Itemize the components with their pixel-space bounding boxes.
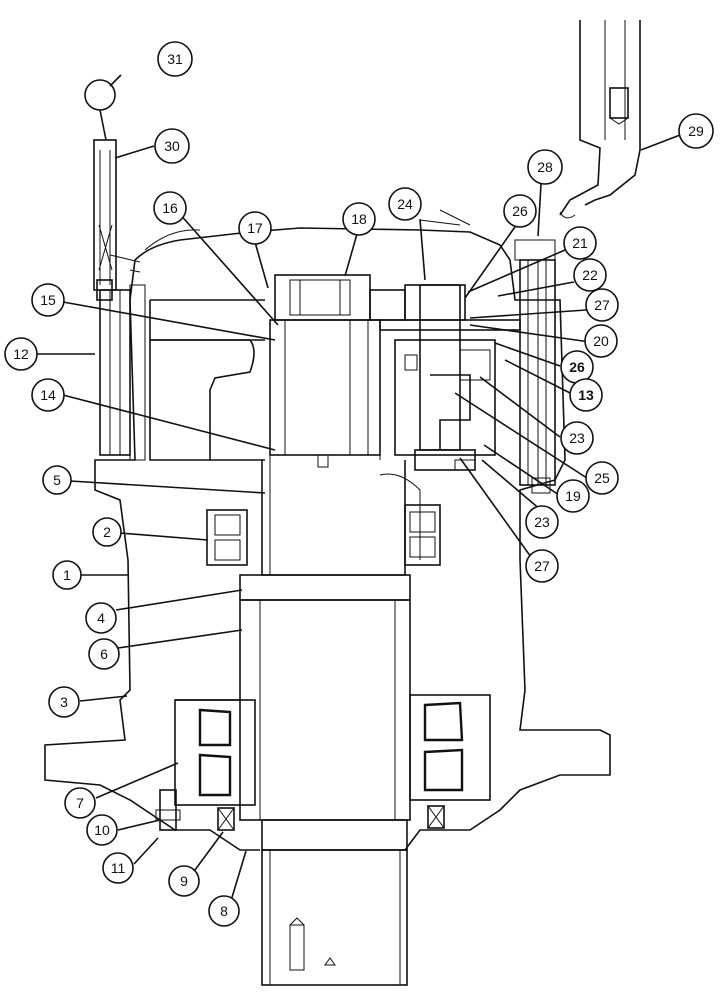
callout-31: 29 [678,113,714,149]
callout-7: 7 [64,787,96,819]
svg-text:26: 26 [569,359,585,375]
gearbox-housing [44,209,611,851]
svg-text:9: 9 [180,873,188,889]
callout-18: 18 [342,202,376,236]
lower-bearings [155,694,491,831]
dipstick-assembly [84,79,117,301]
svg-text:7: 7 [76,795,84,811]
callout-30: 28 [527,149,563,185]
callout-29: 31 [157,41,193,77]
right-gear-set [379,284,521,560]
svg-text:5: 5 [53,472,61,488]
svg-text:22: 22 [582,267,598,283]
callout-27a: 27 [585,288,619,322]
svg-text:15: 15 [40,292,56,308]
svg-text:10: 10 [94,822,110,838]
svg-text:24: 24 [397,196,413,212]
svg-text:14: 14 [40,387,56,403]
callout-22: 22 [573,258,607,292]
svg-text:27: 27 [534,558,550,574]
svg-text:13: 13 [578,387,594,403]
callout-10: 10 [86,814,118,846]
svg-text:18: 18 [351,211,367,227]
callout-3: 3 [48,686,80,718]
callout-28: 30 [154,128,190,164]
callout-6: 6 [88,638,120,670]
callout-26b: 26 [560,350,594,384]
callout-27b: 27 [525,549,559,583]
callout-9: 9 [168,865,200,897]
svg-text:26: 26 [512,203,528,219]
callout-24: 24 [388,187,422,221]
callout-26a: 26 [503,194,537,228]
callout-5: 5 [42,465,72,495]
svg-text:21: 21 [572,235,588,251]
callout-15: 15 [31,283,65,317]
svg-text:16: 16 [162,200,178,216]
svg-text:8: 8 [220,903,228,919]
callout-11: 11 [102,852,134,884]
callout-4: 4 [85,602,117,634]
upper-bearings [206,504,441,566]
svg-text:20: 20 [593,333,609,349]
svg-text:6: 6 [100,646,108,662]
callout-19: 19 [556,479,590,513]
svg-text:1: 1 [63,567,71,583]
svg-text:29: 29 [688,123,704,139]
svg-text:25: 25 [594,470,610,486]
callout-25: 25 [585,461,619,495]
callout-2: 2 [92,517,122,547]
svg-text:23: 23 [534,514,550,530]
callout-13: 13 [569,378,603,412]
callout-21: 21 [563,226,597,260]
svg-text:12: 12 [13,346,29,362]
callout-8: 8 [208,895,240,927]
callout-23b: 23 [525,505,559,539]
callout-23a: 23 [560,421,594,455]
svg-text:11: 11 [111,860,126,876]
svg-text:23: 23 [569,430,585,446]
svg-text:19: 19 [565,488,581,504]
svg-text:30: 30 [164,138,180,154]
svg-text:4: 4 [97,610,105,626]
breather-detail [559,20,641,219]
central-shaft [175,274,411,986]
svg-text:3: 3 [60,694,68,710]
callout-14: 14 [31,378,65,412]
callout-17: 17 [238,211,272,245]
callouts: 31 30 16 17 18 24 26 28 29 21 22 27 20 2… [4,41,714,927]
callout-20: 20 [584,324,618,358]
callout-12: 12 [4,337,38,371]
leader-lines [36,74,681,905]
callout-1: 1 [52,560,82,590]
svg-text:2: 2 [103,524,111,540]
callout-16: 16 [153,191,187,225]
svg-text:31: 31 [167,51,183,67]
svg-text:27: 27 [594,297,610,313]
svg-text:17: 17 [247,220,263,236]
svg-text:28: 28 [537,159,553,175]
